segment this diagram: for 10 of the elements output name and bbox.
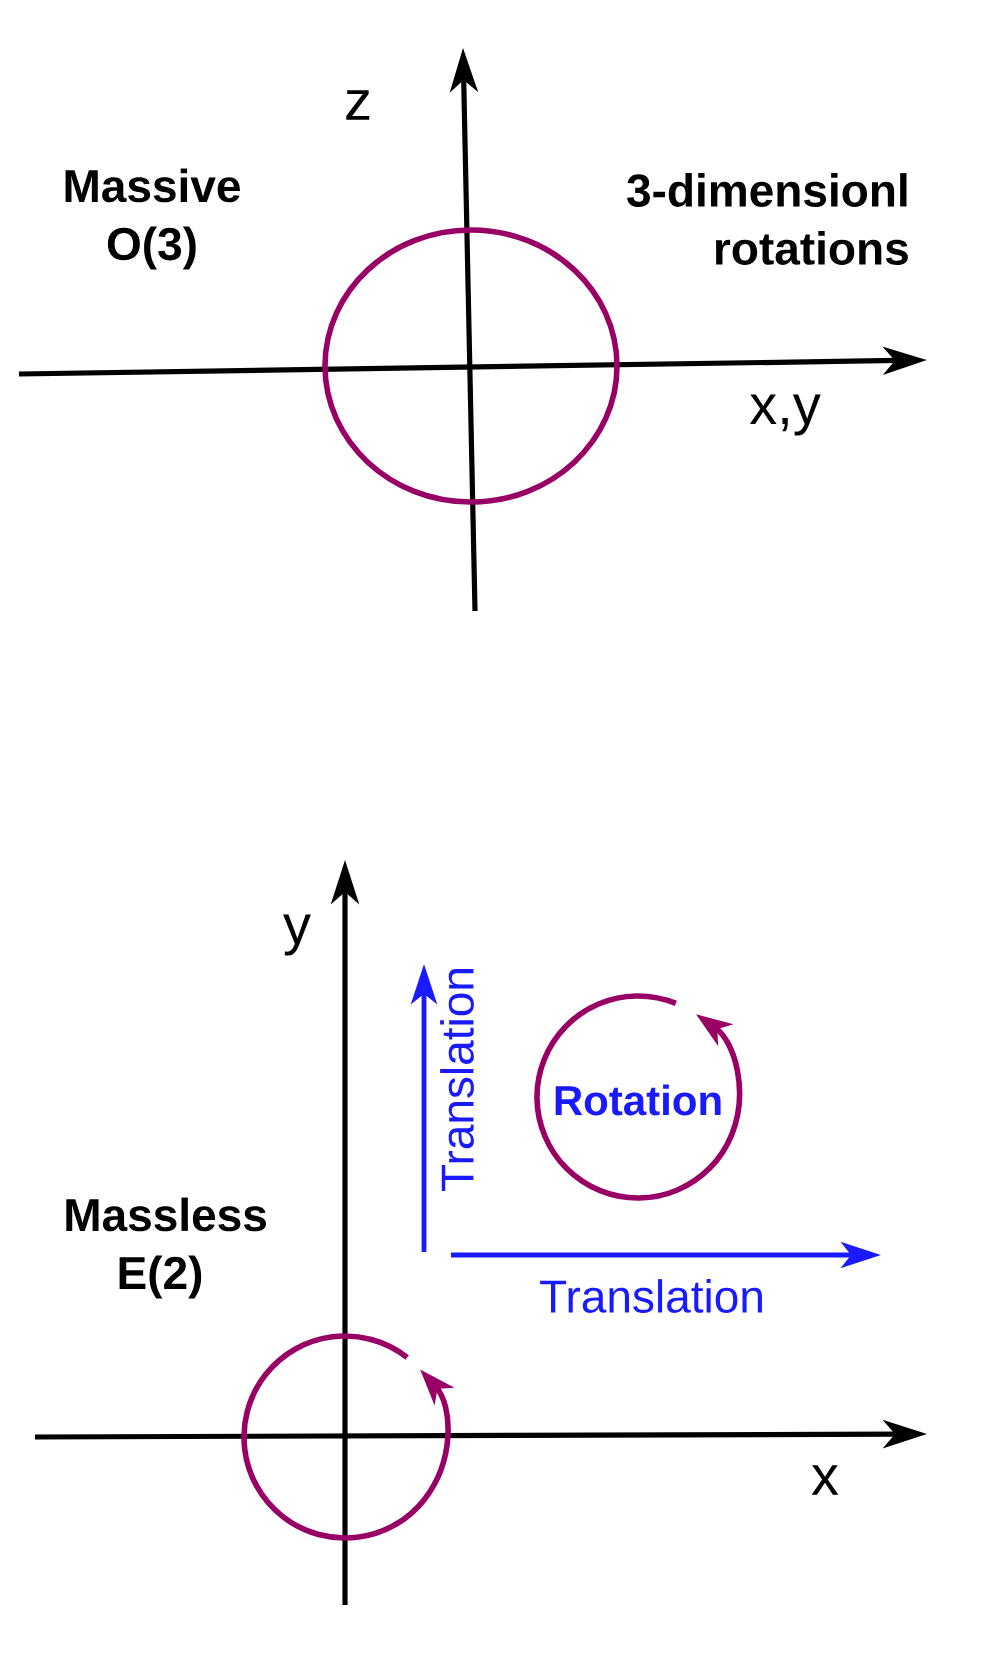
axis-label: y bbox=[283, 914, 311, 956]
group-label: Massless E(2) bbox=[66, 1197, 266, 1299]
arrow-label: Translation bbox=[440, 969, 474, 1191]
node-label: Rotation bbox=[555, 1084, 721, 1116]
group-label: Massive O(3) bbox=[65, 168, 240, 270]
axis-label: z bbox=[346, 90, 370, 120]
axis-label: x,y bbox=[749, 394, 821, 436]
axis-label: x bbox=[811, 1465, 839, 1495]
group-label: 3-dimensionl rotations bbox=[627, 173, 908, 265]
arrow-label: Translation bbox=[540, 1279, 762, 1313]
